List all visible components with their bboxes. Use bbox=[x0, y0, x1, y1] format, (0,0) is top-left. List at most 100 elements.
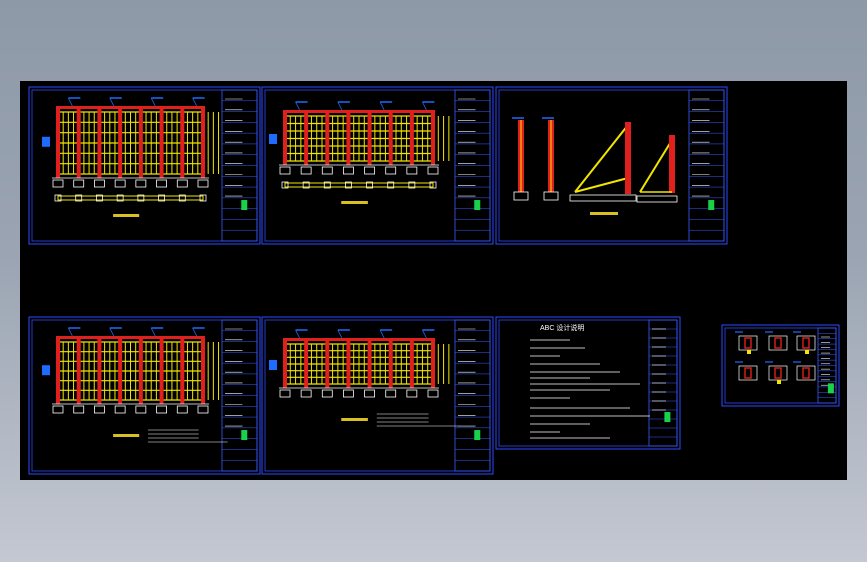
column bbox=[431, 340, 435, 388]
column bbox=[304, 340, 309, 388]
detail-section bbox=[774, 367, 782, 379]
plan-node bbox=[96, 194, 103, 202]
footing bbox=[279, 389, 291, 398]
sheet-node-details[interactable] bbox=[721, 324, 840, 407]
leader-line bbox=[422, 101, 427, 111]
notes-title: ABC 设计说明 bbox=[540, 323, 584, 332]
approval-stamp bbox=[241, 200, 248, 211]
diagonal-brace bbox=[574, 124, 629, 193]
plan-node bbox=[158, 194, 165, 202]
detail-section bbox=[802, 367, 810, 379]
footing bbox=[300, 389, 312, 398]
column bbox=[159, 108, 164, 178]
column bbox=[118, 108, 123, 178]
leader-line bbox=[192, 97, 198, 107]
column bbox=[118, 338, 123, 404]
plan-node bbox=[178, 194, 186, 202]
detail-section bbox=[744, 337, 752, 349]
detail-outline bbox=[796, 365, 816, 381]
footing bbox=[94, 179, 105, 188]
column bbox=[388, 112, 393, 165]
detail-outline bbox=[738, 365, 758, 381]
level-mark bbox=[269, 134, 277, 144]
sheet-section-details[interactable] bbox=[495, 86, 728, 245]
column bbox=[76, 108, 81, 178]
footing bbox=[343, 389, 354, 398]
approval-stamp bbox=[664, 412, 671, 423]
column bbox=[76, 338, 81, 404]
sheet-design-notes[interactable]: ABC 设计说明 bbox=[495, 316, 681, 450]
level-mark bbox=[42, 365, 50, 376]
detail-outline bbox=[768, 335, 788, 351]
footing bbox=[114, 405, 126, 414]
section-column bbox=[669, 135, 675, 193]
sheet-border bbox=[261, 86, 494, 245]
footing bbox=[427, 389, 439, 398]
leader-line bbox=[67, 97, 73, 107]
section-column bbox=[625, 122, 631, 194]
approval-stamp bbox=[474, 430, 481, 441]
footing bbox=[156, 179, 167, 188]
plan-node bbox=[429, 181, 437, 189]
drawing-canvas: ABC 设计说明 bbox=[28, 86, 840, 475]
leader-line bbox=[109, 327, 115, 337]
column bbox=[201, 108, 205, 178]
column bbox=[409, 340, 414, 388]
drawing-caption bbox=[113, 434, 140, 437]
footing bbox=[427, 166, 439, 175]
plan-node bbox=[54, 194, 62, 202]
sheet-border bbox=[28, 316, 261, 475]
footing bbox=[406, 389, 418, 398]
diagonal-brace bbox=[574, 177, 629, 193]
drawing-caption bbox=[113, 214, 140, 217]
plan-node bbox=[302, 181, 310, 189]
sheet-border bbox=[28, 86, 261, 245]
sheet-elevation-3[interactable] bbox=[28, 316, 261, 475]
detail-anchor bbox=[805, 350, 809, 354]
plan-node bbox=[345, 181, 352, 189]
leader-line bbox=[150, 327, 156, 337]
footing bbox=[135, 405, 147, 414]
footing bbox=[73, 179, 85, 188]
footing bbox=[94, 405, 105, 414]
column bbox=[388, 340, 393, 388]
approval-stamp bbox=[708, 200, 715, 211]
detail-anchor bbox=[777, 380, 781, 384]
footing bbox=[73, 405, 85, 414]
sheet-elevation-2[interactable] bbox=[261, 86, 494, 245]
column bbox=[304, 112, 309, 165]
column bbox=[283, 112, 287, 165]
footing bbox=[135, 179, 147, 188]
leader-line bbox=[337, 101, 343, 111]
plan-node bbox=[387, 181, 395, 189]
sheet-border bbox=[261, 316, 494, 475]
diagonal-brace bbox=[639, 139, 673, 193]
footing bbox=[279, 166, 291, 175]
column bbox=[97, 108, 102, 178]
plan-node bbox=[75, 194, 83, 202]
cad-viewport[interactable]: ABC 设计说明 bbox=[20, 81, 847, 480]
plan-node bbox=[199, 194, 207, 202]
sheet-elevation-1[interactable] bbox=[28, 86, 261, 245]
footing bbox=[176, 179, 188, 188]
footing bbox=[406, 166, 418, 175]
leader-line bbox=[150, 97, 156, 107]
plan-node bbox=[137, 194, 145, 202]
sheet-elevation-4[interactable] bbox=[261, 316, 494, 475]
approval-stamp bbox=[827, 383, 834, 394]
top-beam bbox=[283, 110, 435, 113]
footing bbox=[197, 179, 209, 188]
leader-line bbox=[422, 329, 427, 339]
drawing-caption bbox=[590, 212, 618, 215]
plan-strip bbox=[57, 195, 204, 201]
footing bbox=[385, 389, 397, 398]
footing bbox=[197, 405, 209, 414]
level-mark bbox=[269, 360, 277, 370]
column bbox=[138, 338, 143, 404]
approval-stamp bbox=[474, 200, 481, 211]
column bbox=[367, 112, 372, 165]
column bbox=[346, 112, 351, 165]
top-beam bbox=[56, 106, 205, 109]
footing bbox=[343, 166, 354, 175]
leader-line bbox=[295, 101, 300, 111]
